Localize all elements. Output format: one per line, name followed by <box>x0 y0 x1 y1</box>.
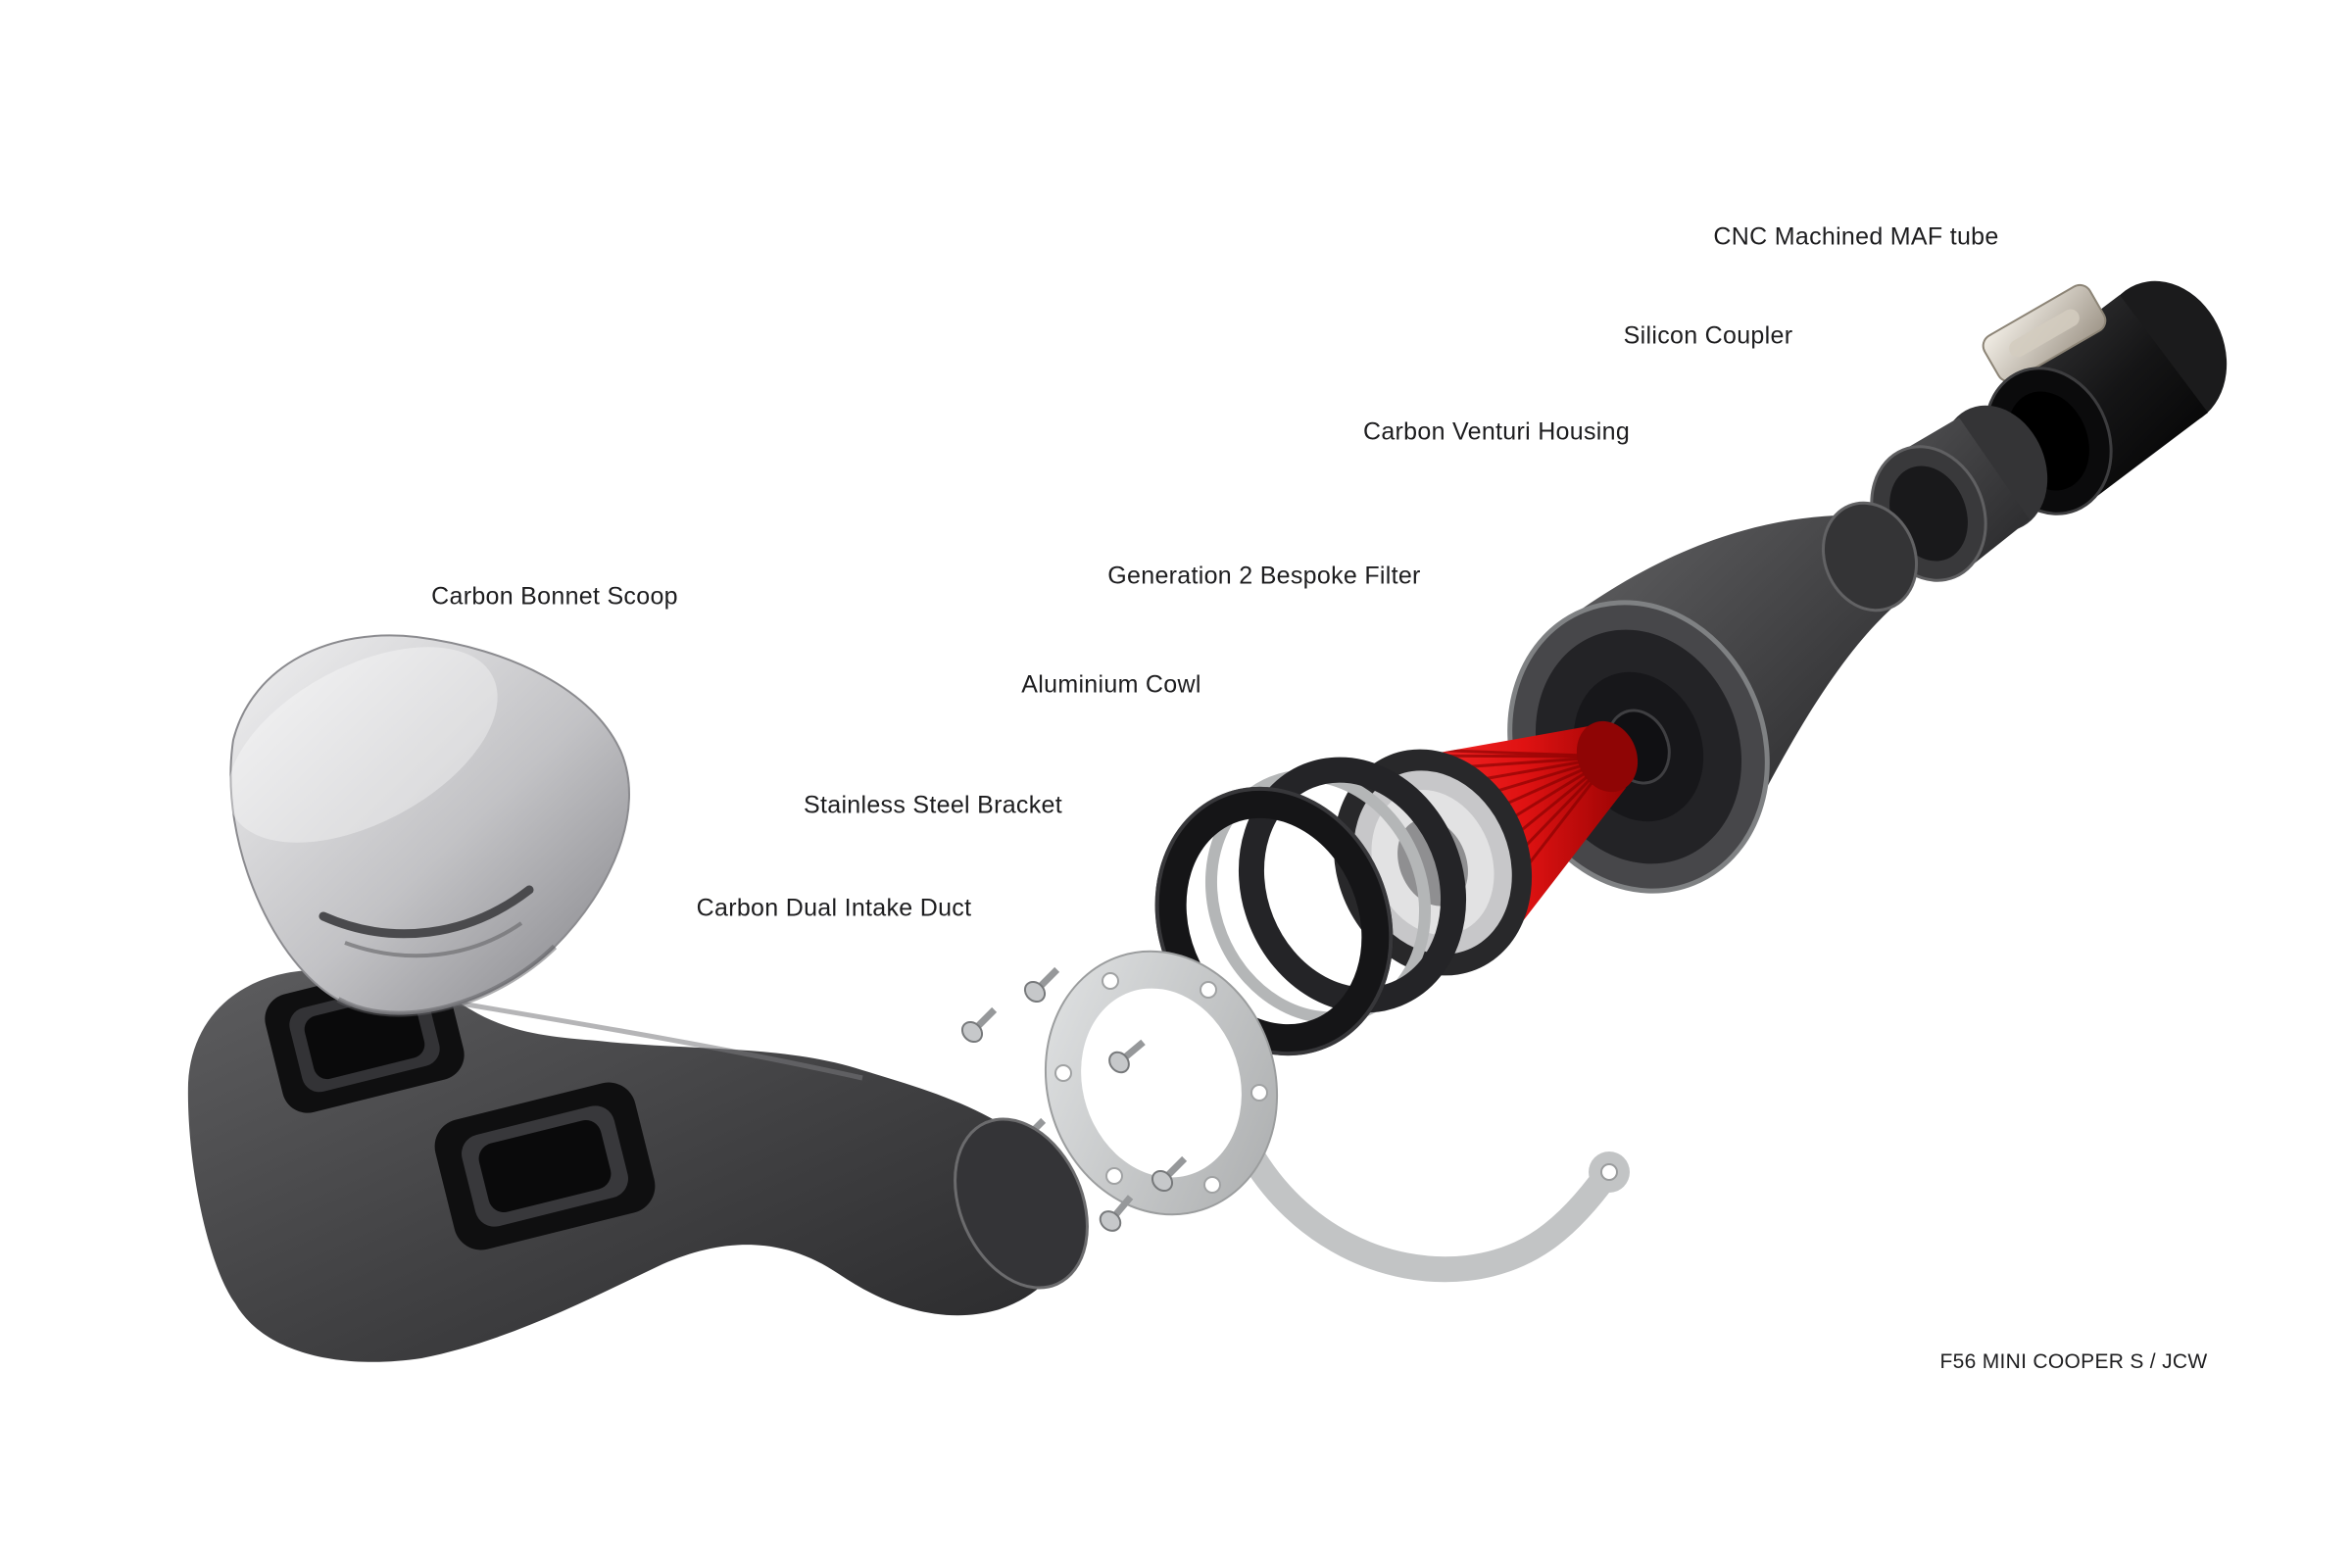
bracket-bolt-hole <box>1102 972 1119 990</box>
bracket-bolt-hole <box>1250 1084 1268 1102</box>
bracket-bolt-hole <box>1054 1064 1072 1082</box>
bracket-ring-hole <box>1081 988 1242 1178</box>
screw <box>1099 1195 1134 1232</box>
scoop-highlight <box>227 647 498 843</box>
scoop-vent-edge <box>344 921 523 958</box>
scoop-vent-slit <box>318 885 534 939</box>
label-aluminium-cowl: Aluminium Cowl <box>1021 670 1201 699</box>
intake-duct-graphic <box>187 960 1089 1362</box>
maf-sensor-cap <box>1982 283 2107 383</box>
label-generation-2-bespoke-filter: Generation 2 Bespoke Filter <box>1107 562 1421 590</box>
maf-sensor-cap-detail <box>2009 309 2080 358</box>
bracket-graphic <box>1044 950 1630 1283</box>
bracket-bolt-hole <box>1105 1167 1123 1185</box>
label-silicon-coupler: Silicon Coupler <box>1623 321 1793 350</box>
duct-outlet-rim <box>954 1117 1089 1290</box>
bonnet-scoop-graphic <box>227 634 630 1017</box>
bracket-bolt-hole <box>1200 981 1217 999</box>
seal-ring-rear <box>1238 757 1467 1013</box>
maf-tube-graphic <box>1982 280 2228 515</box>
screw <box>960 1006 998 1044</box>
screw <box>1023 966 1060 1004</box>
label-carbon-venturi-housing: Carbon Venturi Housing <box>1362 417 1631 446</box>
screw <box>1108 1039 1146 1074</box>
label-carbon-bonnet-scoop: Carbon Bonnet Scoop <box>431 582 678 611</box>
bracket-arm <box>1237 1139 1620 1283</box>
label-carbon-dual-intake-duct: Carbon Dual Intake Duct <box>696 894 972 922</box>
label-cnc-machined-maf-tube: CNC Machined MAF tube <box>1713 222 1999 251</box>
scoop-bottom-shadow <box>336 944 558 1017</box>
duct-port-gasket-rear <box>434 1082 656 1250</box>
vehicle-caption: F56 MINI COOPER S / JCW <box>1939 1350 2208 1373</box>
filter-tip-cap <box>1576 720 1639 793</box>
label-stainless-steel-bracket: Stainless Steel Bracket <box>804 791 1062 819</box>
venturi-neck-face <box>1821 501 1919 612</box>
bracket-bolt-hole <box>1203 1176 1221 1194</box>
bracket-foot-hole <box>1600 1163 1618 1181</box>
